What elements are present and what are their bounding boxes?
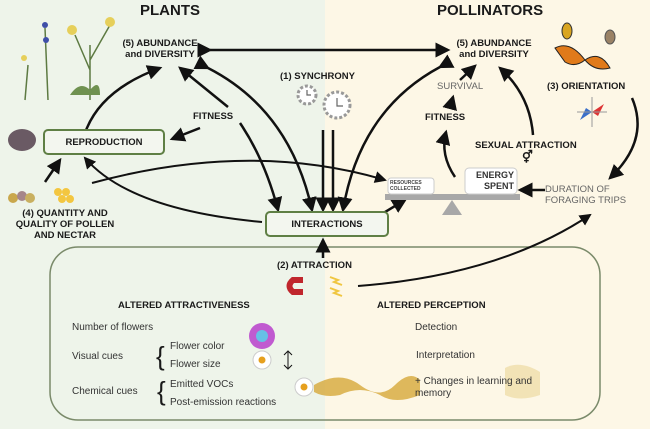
number-of-flowers: Number of flowers [72, 322, 154, 333]
arrow-orientation-duration [608, 97, 639, 180]
flower-color: Flower color [170, 341, 225, 352]
reproduction-box: REPRODUCTION [43, 129, 165, 155]
flower-size: Flower size [170, 359, 221, 370]
attraction-label: (2) ATTRACTION [277, 260, 352, 271]
plants-header: PLANTS [140, 2, 200, 19]
butterfly-icon [554, 45, 611, 70]
pollinators-abundance-line2: and DIVERSITY [459, 49, 529, 60]
altered-attractiveness-title: ALTERED ATTRACTIVENESS [118, 300, 250, 311]
gender-symbol-icon: ⚥ [522, 150, 533, 164]
fly-icon [604, 29, 616, 45]
learning-line1: + Changes in learning and [415, 376, 533, 387]
seeds-icon [8, 129, 36, 151]
quantity-line3: AND NECTAR [33, 230, 97, 241]
arrow-to-resources [91, 159, 387, 184]
arrow-sexual-abundance [498, 66, 535, 136]
resources-collected-label: RESOURCES COLLECTED [390, 180, 422, 192]
arrow-interactions-reproduction [83, 156, 263, 223]
energy-spent-label: ENERGY SPENT [470, 170, 514, 192]
balance-fulcrum [442, 200, 462, 215]
resources-panel [387, 177, 435, 195]
altered-perception-title: ALTERED PERCEPTION [377, 300, 486, 311]
energy-line1: ENERGY [475, 170, 514, 180]
learning-memory: + Changes in learning and memory [415, 376, 532, 400]
interpretation: Interpretation [416, 350, 475, 361]
pollinators-header: POLLINATORS [437, 2, 544, 19]
arrow-fitness-survival [442, 94, 457, 112]
duration-line2: FORAGING TRIPS [545, 195, 627, 206]
size-arrow-icon [283, 350, 293, 370]
arrow-survival-abundance [459, 64, 477, 81]
arrow-fitness-interactions [238, 122, 283, 213]
energy-line2: SPENT [483, 181, 514, 191]
emitted-vocs: Emitted VOCs [170, 379, 234, 390]
arrow-attraction-duration [357, 213, 592, 287]
detection: Detection [415, 322, 458, 333]
visual-cues: Visual cues [72, 351, 123, 362]
bee-icon [561, 22, 573, 40]
magnet-icon [286, 277, 303, 295]
pollen-icon [8, 191, 35, 203]
resources-line2: COLLECTED [390, 186, 421, 192]
arrow-pollinator-abundance-interactions [337, 54, 455, 213]
resources-line1: RESOURCES [390, 180, 422, 186]
arrow-reproduction-abundance [83, 65, 163, 134]
plants-fitness-label: FITNESS [193, 111, 234, 122]
pollinators-fitness-label: FITNESS [425, 112, 466, 123]
lightning-icon [329, 276, 343, 297]
learning-line2: memory [415, 388, 452, 399]
wildflowers-illustration [21, 17, 115, 101]
pollinators-abundance-label: (5) ABUNDANCE and DIVERSITY [446, 38, 542, 60]
chemical-cues: Chemical cues [72, 386, 138, 397]
duration-line1: DURATION OF [545, 184, 610, 195]
honeycomb-icon [54, 188, 74, 203]
scent-plume [314, 376, 420, 400]
sexual-attraction-label: SEXUAL ATTRACTION [475, 140, 577, 151]
chemical-brace: { [157, 376, 166, 406]
interactions-box: INTERACTIONS [265, 211, 389, 237]
energy-panel [464, 167, 518, 195]
survival-label: SURVIVAL [437, 81, 484, 92]
visual-brace: { [156, 341, 165, 371]
compass-icon [577, 97, 607, 127]
balance-beam [385, 194, 520, 200]
pollinators-abundance-line1: (5) ABUNDANCE [456, 38, 532, 49]
arrow-balance-fitness [435, 129, 457, 178]
quantity-quality-label: (4) QUANTITY AND QUALITY OF POLLEN AND N… [0, 208, 130, 241]
duration-foraging-label: DURATION OF FORAGING TRIPS [545, 184, 626, 206]
quantity-line2: QUALITY OF POLLEN [15, 219, 115, 230]
plants-abundance-line2: and DIVERSITY [125, 49, 195, 60]
arrow-pollen-reproduction [43, 157, 62, 183]
arrow-fitness-reproduction [169, 126, 201, 142]
quantity-line1: (4) QUANTITY AND [22, 208, 108, 219]
synchrony-label: (1) SYNCHRONY [280, 71, 355, 82]
post-emission-reactions: Post-emission reactions [170, 397, 277, 408]
arrow-plant-abundance-interactions [193, 55, 317, 213]
plants-abundance-label: (5) ABUNDANCE and DIVERSITY [112, 38, 208, 60]
orientation-label: (3) ORIENTATION [547, 81, 626, 92]
plants-abundance-line1: (5) ABUNDANCE [122, 38, 198, 49]
